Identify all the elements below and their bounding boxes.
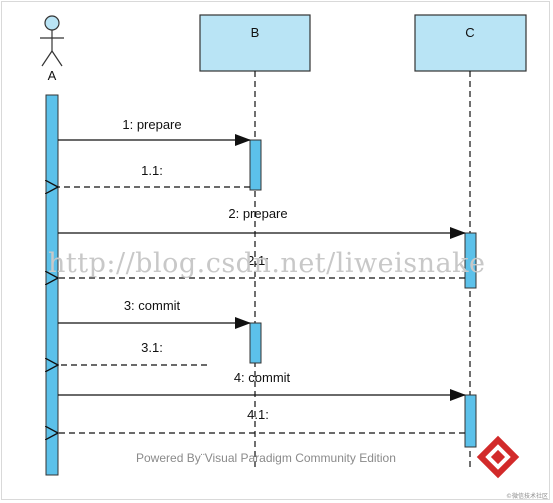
activation-c-2 (464, 232, 477, 289)
object-b-label: B (251, 25, 260, 40)
message-1-prepare: 1: prepare (58, 117, 251, 146)
activation-a (45, 94, 59, 476)
message-3-label: 3: commit (124, 298, 181, 313)
message-3-1-label: 3.1: (141, 340, 163, 355)
object-b-box (199, 14, 311, 72)
corner-watermark: ©微信技术社区 (505, 493, 548, 500)
message-1-1-return: 1.1: (58, 163, 250, 187)
object-b: B (199, 14, 311, 72)
actor-a-right-leg (51, 50, 63, 67)
activation-b-3 (249, 322, 262, 364)
message-3-commit: 3: commit (58, 298, 251, 329)
message-1-label: 1: prepare (122, 117, 181, 132)
message-4-commit: 4: commit (58, 370, 466, 401)
actor-a-left-leg (41, 50, 53, 67)
message-2-prepare: 2: prepare (58, 206, 466, 239)
powered-by-footer: Powered By¨Visual Paradigm Community Edi… (136, 451, 396, 465)
object-c-label: C (465, 25, 474, 40)
actor-a-label: A (48, 68, 57, 83)
message-2-1-return: 2.1: (58, 253, 465, 278)
actor-a-head (44, 15, 60, 31)
activation-c-4 (464, 394, 477, 448)
object-c: C (414, 14, 527, 72)
message-2-label: 2: prepare (228, 206, 287, 221)
activation-b-1 (249, 139, 262, 191)
visual-paradigm-logo-icon (476, 435, 520, 479)
message-4-1-label: 4.1: (247, 407, 269, 422)
message-1-1-label: 1.1: (141, 163, 163, 178)
message-2-1-label: 2.1: (247, 253, 269, 268)
message-4-label: 4: commit (234, 370, 291, 385)
message-3-1-return: 3.1: (58, 340, 207, 365)
object-c-box (414, 14, 527, 72)
message-4-1-return: 4.1: (58, 407, 465, 433)
actor-a: A (40, 15, 64, 83)
